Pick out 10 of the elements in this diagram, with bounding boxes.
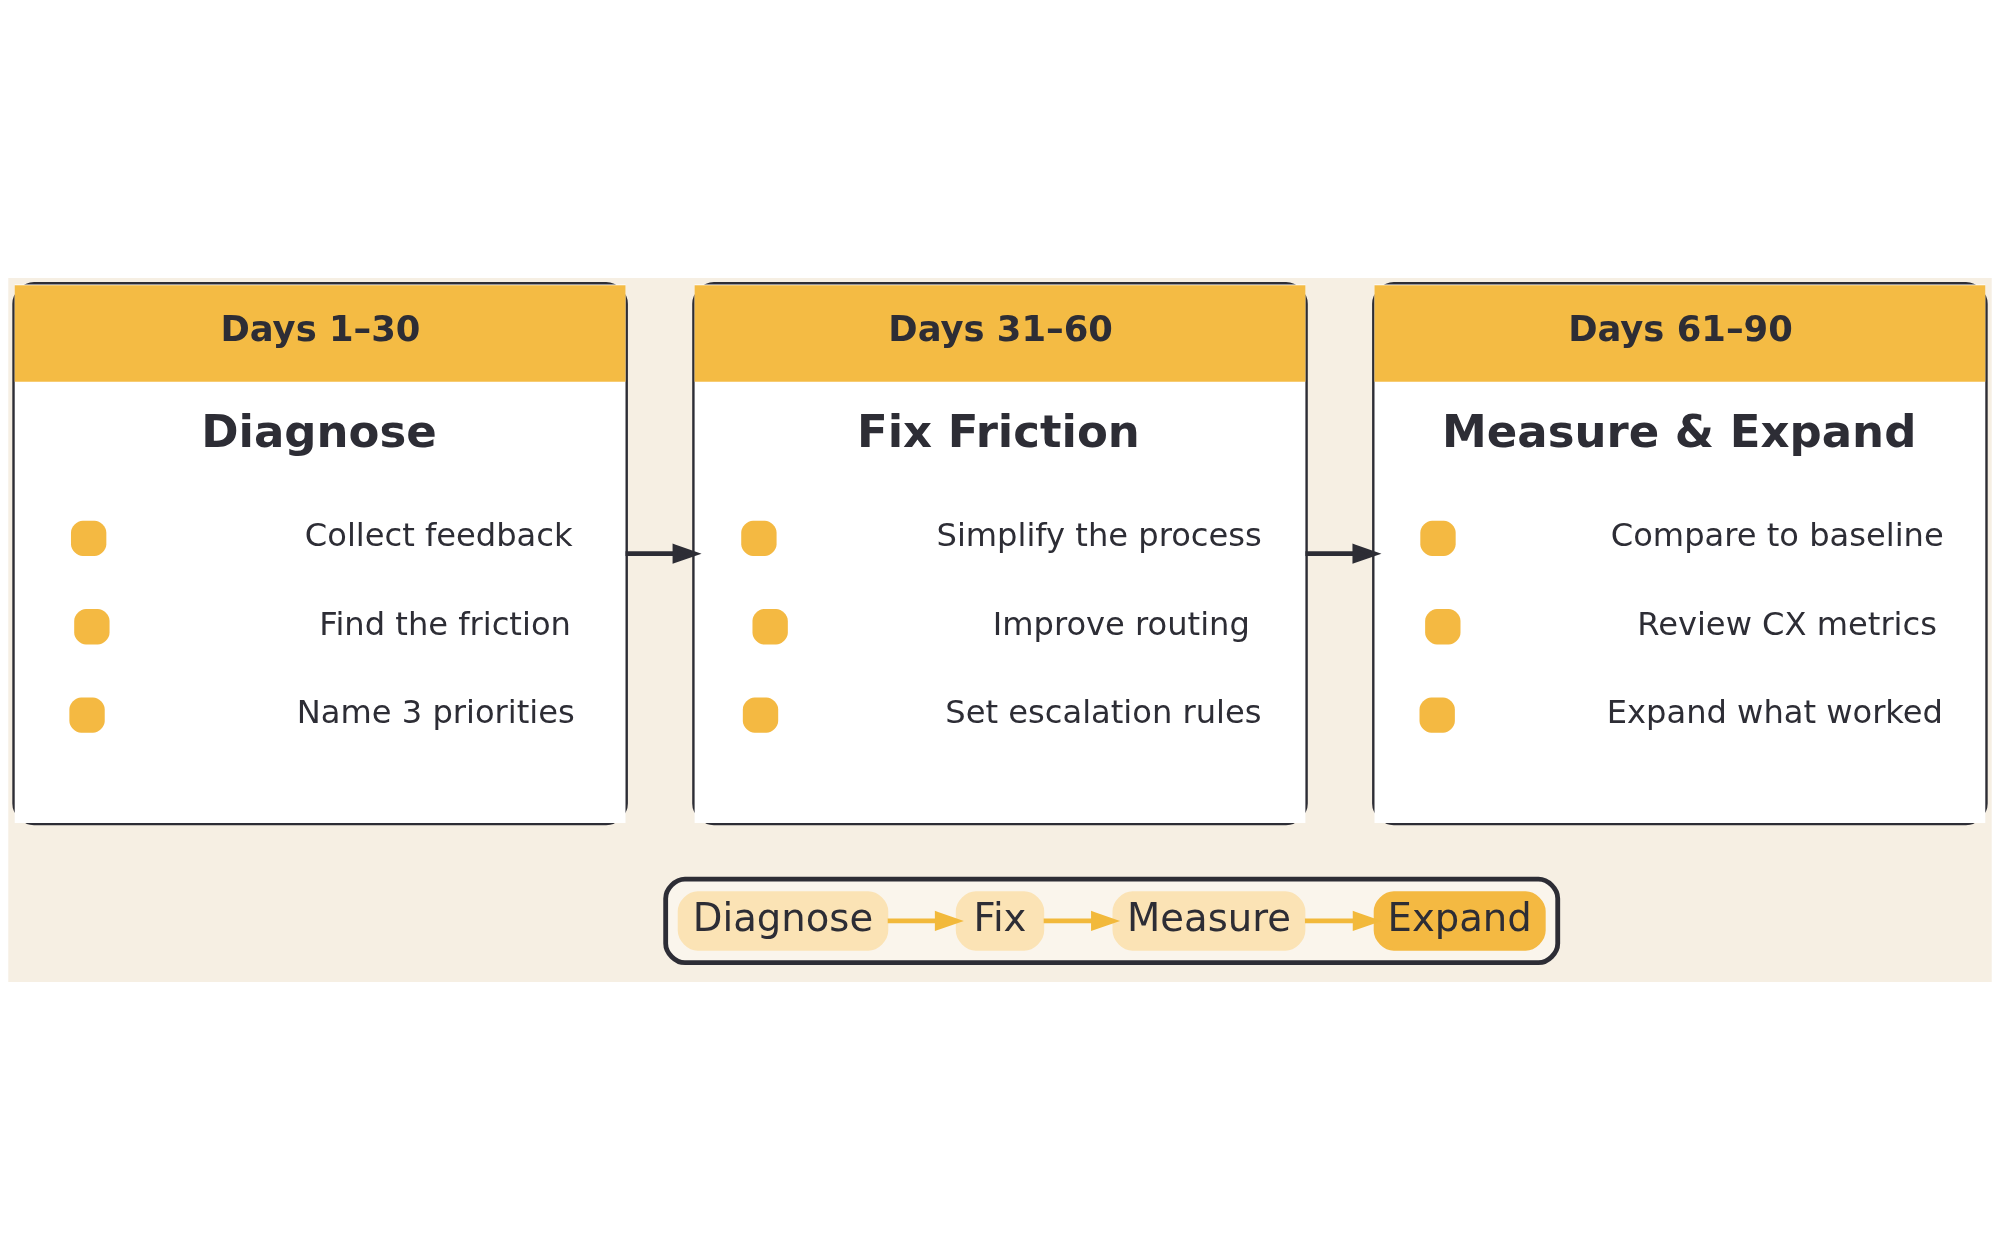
arrow: [1304, 910, 1382, 932]
node-box: Expand: [1373, 891, 1546, 951]
cluster: [663, 876, 1561, 966]
node-box: Fix: [955, 891, 1045, 951]
arrow: [1043, 910, 1121, 932]
node-box: Measure: [1112, 891, 1306, 951]
node-box: Diagnose: [677, 891, 889, 951]
arrow: [1305, 543, 1382, 564]
arrow: [625, 543, 702, 564]
arrow: [887, 910, 964, 932]
